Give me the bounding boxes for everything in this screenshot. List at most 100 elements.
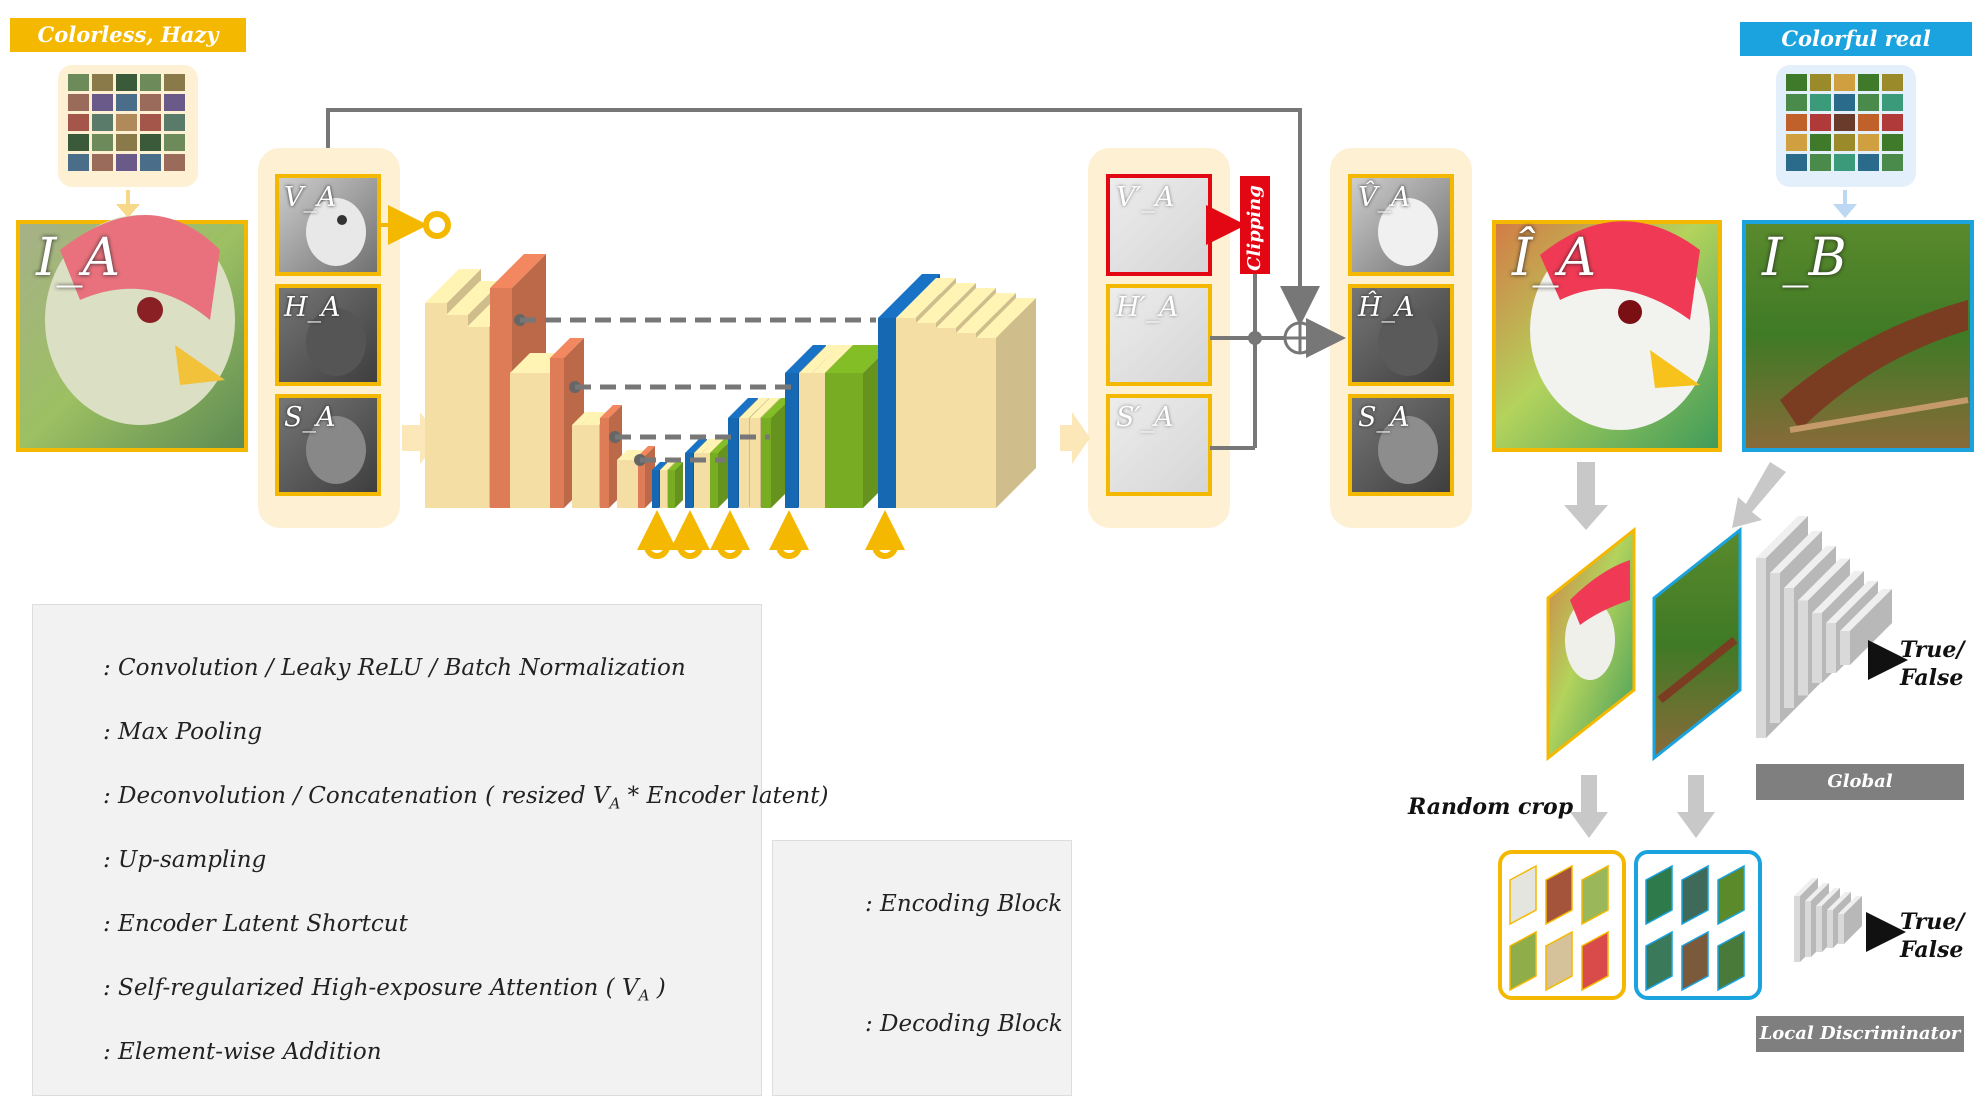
mosaicA-tile: [164, 134, 185, 151]
global-discriminator: [1756, 516, 1892, 738]
mosaicB-tile: [1882, 114, 1903, 131]
legend-addition: : Element-wise Addition: [103, 1039, 382, 1065]
mosaicA-tile: [116, 74, 137, 91]
local-crop-L-5: [1581, 930, 1609, 992]
s-prime-thumb: [1106, 394, 1212, 496]
h-hat-thumb: [1348, 284, 1454, 386]
legend-conv: : Convolution / Leaky ReLU / Batch Norma…: [103, 655, 686, 681]
mosaicA-tile: [140, 134, 161, 151]
v-prime-thumb: [1106, 174, 1212, 276]
global-discriminator-tag: Global Discriminator: [1756, 764, 1964, 828]
input-mosaic: [58, 65, 198, 187]
mosaicB-tile: [1858, 154, 1879, 171]
mosaicA-tile: [92, 94, 113, 111]
h-a-thumb: [275, 284, 381, 386]
v-hat-thumb: [1348, 174, 1454, 276]
attn-ring-0: [644, 533, 670, 559]
h-a-label: H_A: [284, 292, 341, 323]
output-down-arrow: [1564, 462, 1608, 530]
block-legend-panel: : Encoding Block : Decoding Block: [772, 840, 1072, 1096]
attention-markers: [637, 510, 905, 559]
legend-panel: : Convolution / Leaky ReLU / Batch Norma…: [32, 604, 828, 1096]
mosaicA-tile: [68, 74, 89, 91]
output-image-label: Î_A: [1512, 228, 1597, 288]
mosaicB-tile: [1810, 94, 1831, 111]
local-crop-R-5: [1717, 930, 1745, 992]
skip-connection: [326, 108, 1320, 326]
mosaicB-tile: [1786, 134, 1807, 151]
crop-arrow-left: [1570, 775, 1608, 838]
mosaicA-tile: [92, 74, 113, 91]
mosaicA-tile: [140, 74, 161, 91]
mosaicA-tile: [140, 114, 161, 131]
legend-upsample: : Up-sampling: [103, 847, 267, 873]
local-crop-L-1: [1545, 864, 1573, 926]
mosaicB-tile: [1834, 74, 1855, 91]
mosaicB-tile: [1882, 134, 1903, 151]
local-crop-L-0: [1509, 864, 1537, 926]
legend-attention: : Self-regularized High-exposure Attenti…: [103, 975, 666, 1005]
s-a-label: S_A: [284, 402, 336, 433]
enc2-pool: [550, 338, 584, 508]
local-crop-R-4: [1681, 930, 1709, 992]
mosaicB-tile: [1786, 74, 1807, 91]
mosaicA-tile: [164, 74, 185, 91]
va-attention-marker: [423, 211, 451, 239]
legend-maxpool: : Max Pooling: [103, 719, 263, 745]
mosaicA-tile: [116, 154, 137, 171]
local-crop-R-2: [1717, 864, 1745, 926]
mosaicB-tile: [1810, 114, 1831, 131]
mosaicB-tile: [1882, 154, 1903, 171]
mosaicB-tile: [1882, 94, 1903, 111]
flow-arrow-out: [1060, 412, 1090, 464]
mosaicA-tile: [164, 114, 185, 131]
output-image: [1492, 220, 1722, 452]
discL-layer-4: [1838, 896, 1862, 944]
real-image: [1742, 220, 1974, 452]
dec5-conv-4: [976, 298, 1036, 508]
local-disc-output: True/ False: [1900, 909, 1965, 963]
random-crop-label: Random crop: [1408, 794, 1574, 820]
mosaicA-tile: [116, 94, 137, 111]
mosaicB-tile: [1810, 154, 1831, 171]
v-prime-label: V′_A: [1116, 182, 1175, 213]
crop-arrow-right: [1677, 775, 1715, 838]
mosaicA-tile: [116, 114, 137, 131]
v-a-thumb: [275, 174, 381, 276]
discG-layer-6: [1840, 589, 1892, 665]
input-image-label: I_A: [36, 228, 121, 288]
local-crop-L-2: [1581, 864, 1609, 926]
local-discriminator-tag: Local Discriminator: [1756, 1016, 1964, 1052]
mosaicB-tile: [1786, 94, 1807, 111]
mosaicB-tile: [1834, 154, 1855, 171]
input-images-tag: Colorless, Hazy images: [10, 18, 246, 81]
mosaicB-tile: [1786, 154, 1807, 171]
attn-ring-4: [872, 533, 898, 559]
mosaicA-tile: [92, 154, 113, 171]
local-crop-L-3: [1509, 930, 1537, 992]
local-discriminator: [1794, 878, 1862, 962]
mosaicB-tile: [1858, 74, 1879, 91]
s-out-label: S_A: [1358, 402, 1410, 433]
legend-shortcut: : Encoder Latent Shortcut: [103, 911, 408, 937]
legend-decoding-block: : Decoding Block: [865, 1011, 1063, 1037]
mosaicA-tile: [68, 114, 89, 131]
mosaicA-tile: [164, 94, 185, 111]
real-mosaic: [1776, 65, 1916, 187]
mosaic-arrow-right: [1833, 190, 1857, 218]
real-diag-arrow: [1732, 462, 1786, 528]
attn-ring-3: [776, 533, 802, 559]
clipping-box: [1240, 176, 1270, 274]
global-output-crop: [1546, 526, 1636, 762]
h-hat-label: Ĥ_A: [1358, 292, 1415, 323]
u-net: [425, 254, 1036, 508]
global-real-crop: [1652, 526, 1742, 762]
mosaicB-tile: [1882, 74, 1903, 91]
v-hat-label: V̂_A: [1358, 182, 1411, 213]
mosaicA-tile: [140, 154, 161, 171]
local-crop-R-3: [1645, 930, 1673, 992]
attn-ring-1: [677, 533, 703, 559]
h-prime-label: H′_A: [1116, 292, 1179, 323]
dec1-up: [668, 462, 683, 508]
local-crop-R-1: [1681, 864, 1709, 926]
